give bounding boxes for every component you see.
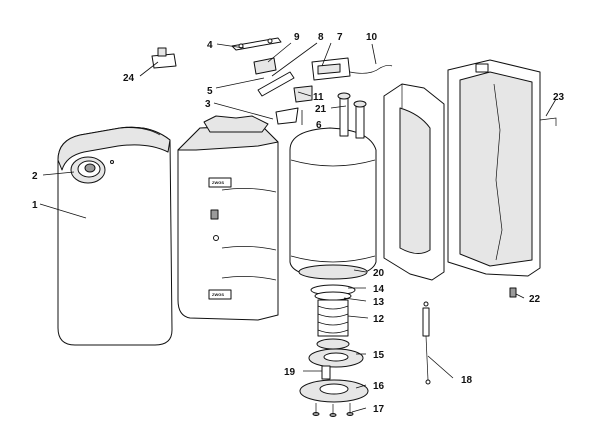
callout-11: 11 [313,92,324,103]
callout-6: 6 [316,120,322,131]
insulation-shell [383,83,445,281]
callout-8: 8 [318,32,324,43]
back-panel [447,59,557,298]
small-parts-cluster [151,37,393,125]
callout-19: 19 [284,367,296,378]
front-cover [57,126,173,346]
callout-16: 16 [373,381,385,392]
callout-22: 22 [529,294,541,305]
callout-1: 1 [32,200,38,211]
callout-23: 23 [553,92,565,103]
housing-label-top: ZWGS [212,180,224,185]
callout-18: 18 [461,375,473,386]
callout-21: 21 [315,104,327,115]
callout-10: 10 [366,32,378,43]
callout-13: 13 [373,297,385,308]
callout-17: 17 [373,404,385,415]
callout-2: 2 [32,171,38,182]
thermostat-probe [422,301,431,385]
callout-14: 14 [373,284,385,295]
callout-4: 4 [207,40,213,51]
callout-3: 3 [205,99,211,110]
temperature-knob [70,156,114,184]
callout-15: 15 [373,350,385,361]
callout-7: 7 [337,32,343,43]
callout-12: 12 [373,314,385,325]
housing-label-bottom: ZWGS [212,292,224,297]
inner-housing: ZWGS ZWGS [177,115,279,321]
callout-20: 20 [373,268,385,279]
callout-9: 9 [294,32,300,43]
part-callouts: 1 2 3 4 5 6 7 8 9 10 11 12 13 14 15 16 1… [32,32,565,415]
callout-24: 24 [123,73,135,84]
water-tank [289,92,377,279]
callout-5: 5 [207,86,213,97]
leader-lines [39,42,557,413]
heating-element-assembly [298,264,369,417]
